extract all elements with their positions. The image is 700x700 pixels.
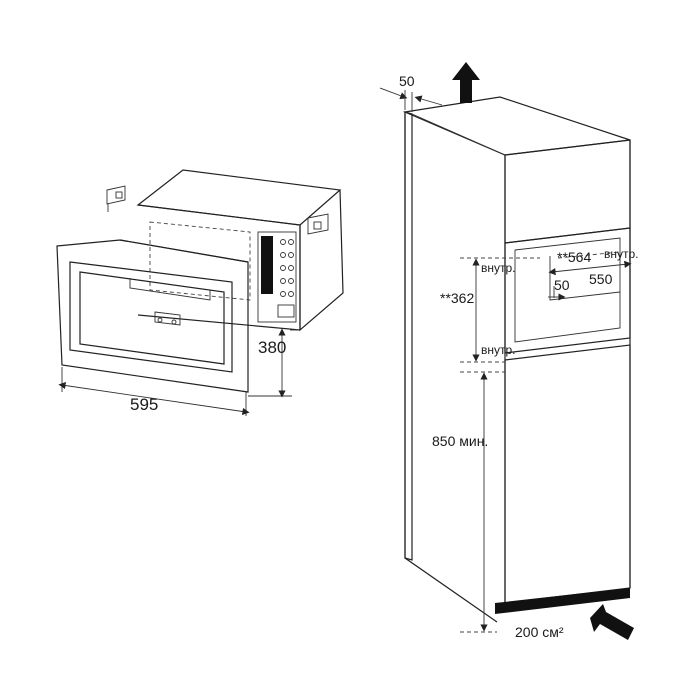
control-panel bbox=[257, 231, 297, 323]
cabinet-drawing: 50 внутр. **362 внутр. **564 внутр. 550 … bbox=[379, 62, 639, 640]
depth-ref bbox=[557, 251, 621, 259]
mounting-bracket-right bbox=[307, 213, 329, 235]
inner-depth-suffix: внутр. bbox=[604, 247, 639, 261]
niche-opening bbox=[504, 227, 631, 354]
width-label: 595 bbox=[130, 395, 158, 414]
height-label: 380 bbox=[258, 338, 286, 357]
air-out-arrow-icon bbox=[452, 62, 480, 103]
width-dimension bbox=[58, 367, 250, 416]
microwave-top bbox=[136, 169, 342, 226]
plinth-vent bbox=[495, 588, 630, 614]
microwave-drawing: 595 380 bbox=[56, 169, 344, 416]
control-buttons bbox=[277, 239, 295, 318]
vent-area-label: 200 см² bbox=[515, 624, 564, 640]
inner-top-note: внутр. bbox=[481, 261, 516, 275]
air-in-arrow-icon bbox=[590, 604, 634, 640]
door-outline bbox=[149, 221, 251, 301]
depth-dimension bbox=[548, 260, 632, 276]
depth-label: 550 bbox=[589, 271, 613, 287]
upper-door bbox=[504, 139, 631, 244]
top-gap-dimension bbox=[379, 87, 443, 112]
top-inner-edge bbox=[411, 113, 506, 156]
trim-frame bbox=[56, 239, 249, 393]
niche-inner bbox=[514, 237, 621, 343]
display-strip bbox=[261, 236, 273, 294]
base-height-label: 850 мин. bbox=[432, 433, 488, 449]
mounting-bracket-left bbox=[106, 185, 126, 212]
inner-height-label: **362 bbox=[440, 290, 474, 306]
column-side bbox=[404, 112, 498, 623]
rear-gap-label: 50 bbox=[554, 277, 570, 293]
height-dimension bbox=[248, 328, 300, 398]
microwave-side bbox=[299, 189, 344, 332]
inner-depth-label: **564 bbox=[557, 249, 591, 265]
microwave-front bbox=[137, 204, 301, 331]
rear-gap-dimension bbox=[548, 286, 566, 301]
side-panel-edge bbox=[404, 111, 413, 561]
lower-door bbox=[504, 344, 631, 604]
inner-bottom-note: внутр. bbox=[481, 343, 516, 357]
top-gap-label: 50 bbox=[399, 73, 415, 89]
